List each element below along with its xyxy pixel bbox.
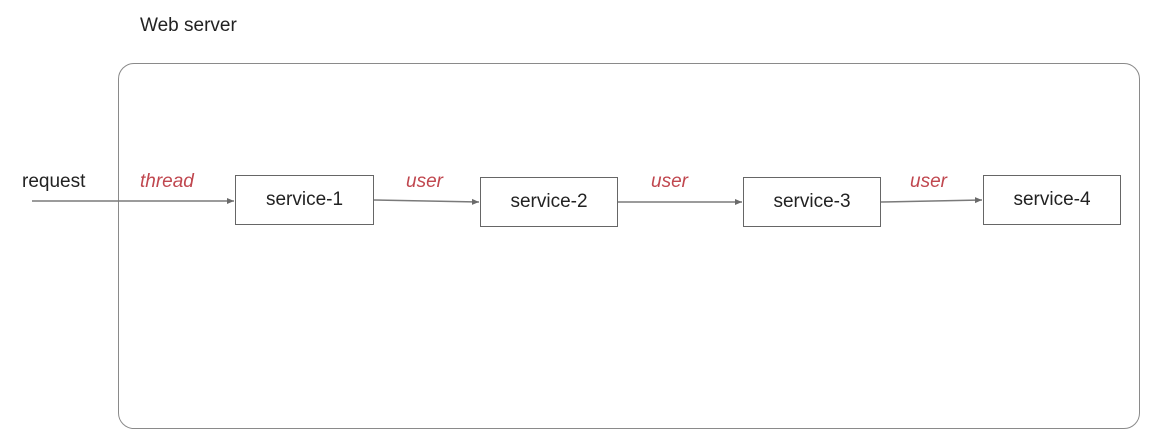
edge-label-user-2: user	[651, 171, 688, 192]
service-3-box: service-3	[743, 177, 881, 227]
request-label: request	[22, 171, 86, 192]
web-server-container	[118, 63, 1140, 429]
service-3-label: service-3	[773, 191, 851, 212]
arrow-service-1-to-service-2	[373, 198, 480, 205]
arrow-service-3-to-service-4	[880, 197, 983, 204]
service-4-box: service-4	[983, 175, 1121, 225]
edge-label-thread: thread	[140, 171, 194, 192]
service-2-label: service-2	[510, 191, 588, 212]
web-server-label: Web server	[140, 15, 237, 36]
edge-label-user-3: user	[910, 171, 947, 192]
edge-label-user-1: user	[406, 171, 443, 192]
service-1-box: service-1	[235, 175, 374, 225]
service-1-label: service-1	[265, 189, 344, 210]
service-2-box: service-2	[480, 177, 618, 227]
service-4-label: service-4	[1013, 189, 1091, 210]
